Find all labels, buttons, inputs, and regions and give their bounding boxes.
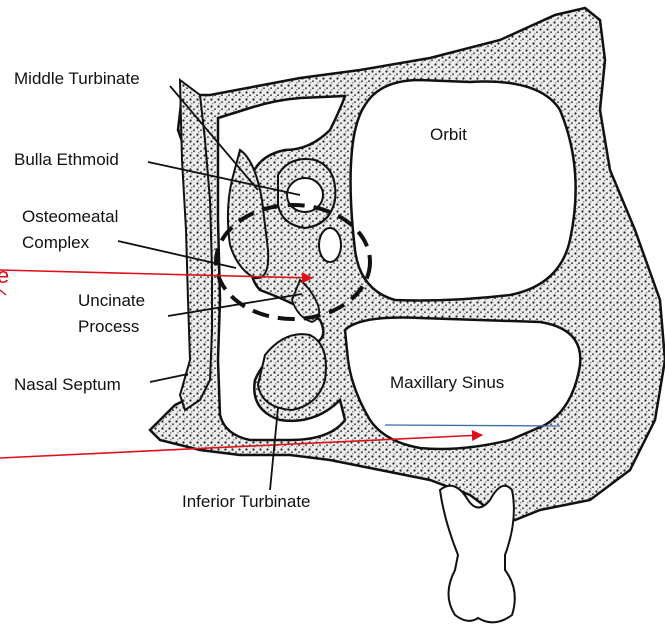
orbit-cavity [351,80,576,300]
label-uncinate-line2: Process [78,317,139,336]
label-middle-turbinate: Middle Turbinate [14,69,140,88]
label-uncinate-line1: Uncinate [78,291,145,310]
label-maxillary-sinus: Maxillary Sinus [390,373,504,392]
red-fragment-tick [0,290,6,295]
label-bulla-ethmoid: Bulla Ethmoid [14,150,119,169]
label-nasal-septum: Nasal Septum [14,375,121,394]
red-fragment-e: e [0,263,9,288]
leader-nasal-septum [150,374,188,382]
label-osteomeatal-line1: Osteomeatal [22,207,118,226]
label-inferior-turbinate: Inferior Turbinate [182,492,311,511]
ethmoid-small-cell [319,228,341,262]
tooth-shape [440,486,515,623]
label-orbit: Orbit [430,125,467,144]
label-osteomeatal-line2: Complex [22,233,90,252]
